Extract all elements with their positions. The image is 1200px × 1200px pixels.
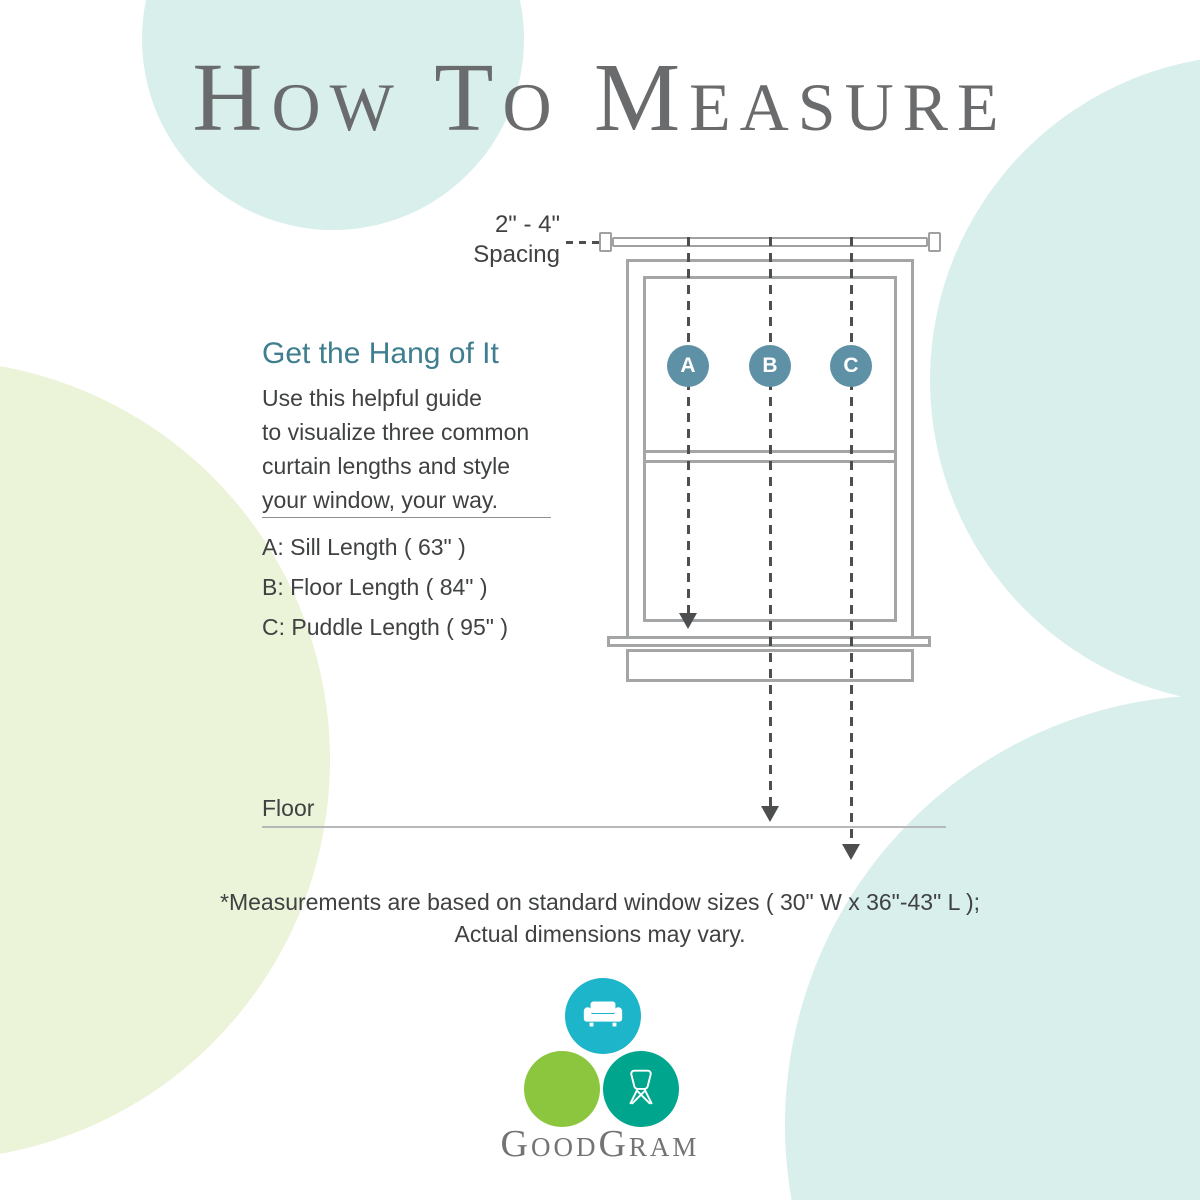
guide-paragraph-line: your window, your way.: [262, 487, 499, 513]
marker-badge-c-label: C: [843, 354, 859, 377]
rod-spacing-caption: Spacing: [473, 241, 560, 268]
marker-badge-c: C: [830, 345, 872, 387]
guide-heading: Get the Hang of It: [262, 337, 499, 370]
measure-line-a: [687, 237, 690, 614]
logo-chair-circle: [603, 1051, 679, 1127]
chair-icon: [618, 1064, 664, 1115]
rod-spacing-dashed-pointer: [566, 241, 604, 244]
arrow-b-floor-icon: [761, 806, 779, 822]
guide-paragraph: Use this helpful guide to visualize thre…: [262, 381, 529, 517]
logo-green-circle: [524, 1051, 600, 1127]
measure-line-b: [769, 237, 772, 807]
guide-divider: [262, 517, 551, 518]
couch-icon: [580, 991, 626, 1042]
marker-badge-b: B: [749, 345, 791, 387]
rod-spacing-value: 2" - 4": [494, 211, 560, 238]
measure-line-c: [850, 237, 853, 845]
floor-line: [262, 826, 946, 828]
logo-couch-circle: [565, 978, 641, 1054]
rod-finial-right: [928, 232, 941, 252]
arrow-c-puddle-icon: [842, 844, 860, 860]
length-item-sill: A: Sill Length ( 63" ): [262, 534, 466, 560]
curtain-length-list: A: Sill Length ( 63" ) B: Floor Length (…: [262, 527, 508, 647]
footnote: *Measurements are based on standard wind…: [0, 886, 1200, 950]
arrow-a-sill-icon: [679, 613, 697, 629]
guide-paragraph-line: to visualize three common: [262, 419, 530, 445]
length-item-puddle: C: Puddle Length ( 95" ): [262, 614, 508, 640]
marker-badge-b-label: B: [762, 354, 778, 377]
page-title: How To Measure: [192, 44, 1008, 151]
marker-badge-a: A: [667, 345, 709, 387]
guide-paragraph-line: curtain lengths and style: [262, 453, 511, 479]
rod-finial-left: [599, 232, 612, 252]
marker-badge-a-label: A: [680, 354, 696, 377]
floor-label: Floor: [262, 795, 315, 821]
brand-name: GoodGram: [500, 1123, 700, 1165]
guide-paragraph-line: Use this helpful guide: [262, 385, 482, 411]
length-item-floor: B: Floor Length ( 84" ): [262, 574, 488, 600]
footnote-line-2: Actual dimensions may vary.: [454, 921, 746, 947]
footnote-line-1: *Measurements are based on standard wind…: [220, 889, 980, 915]
rod-spacing-label: 2" - 4" Spacing: [380, 210, 560, 270]
